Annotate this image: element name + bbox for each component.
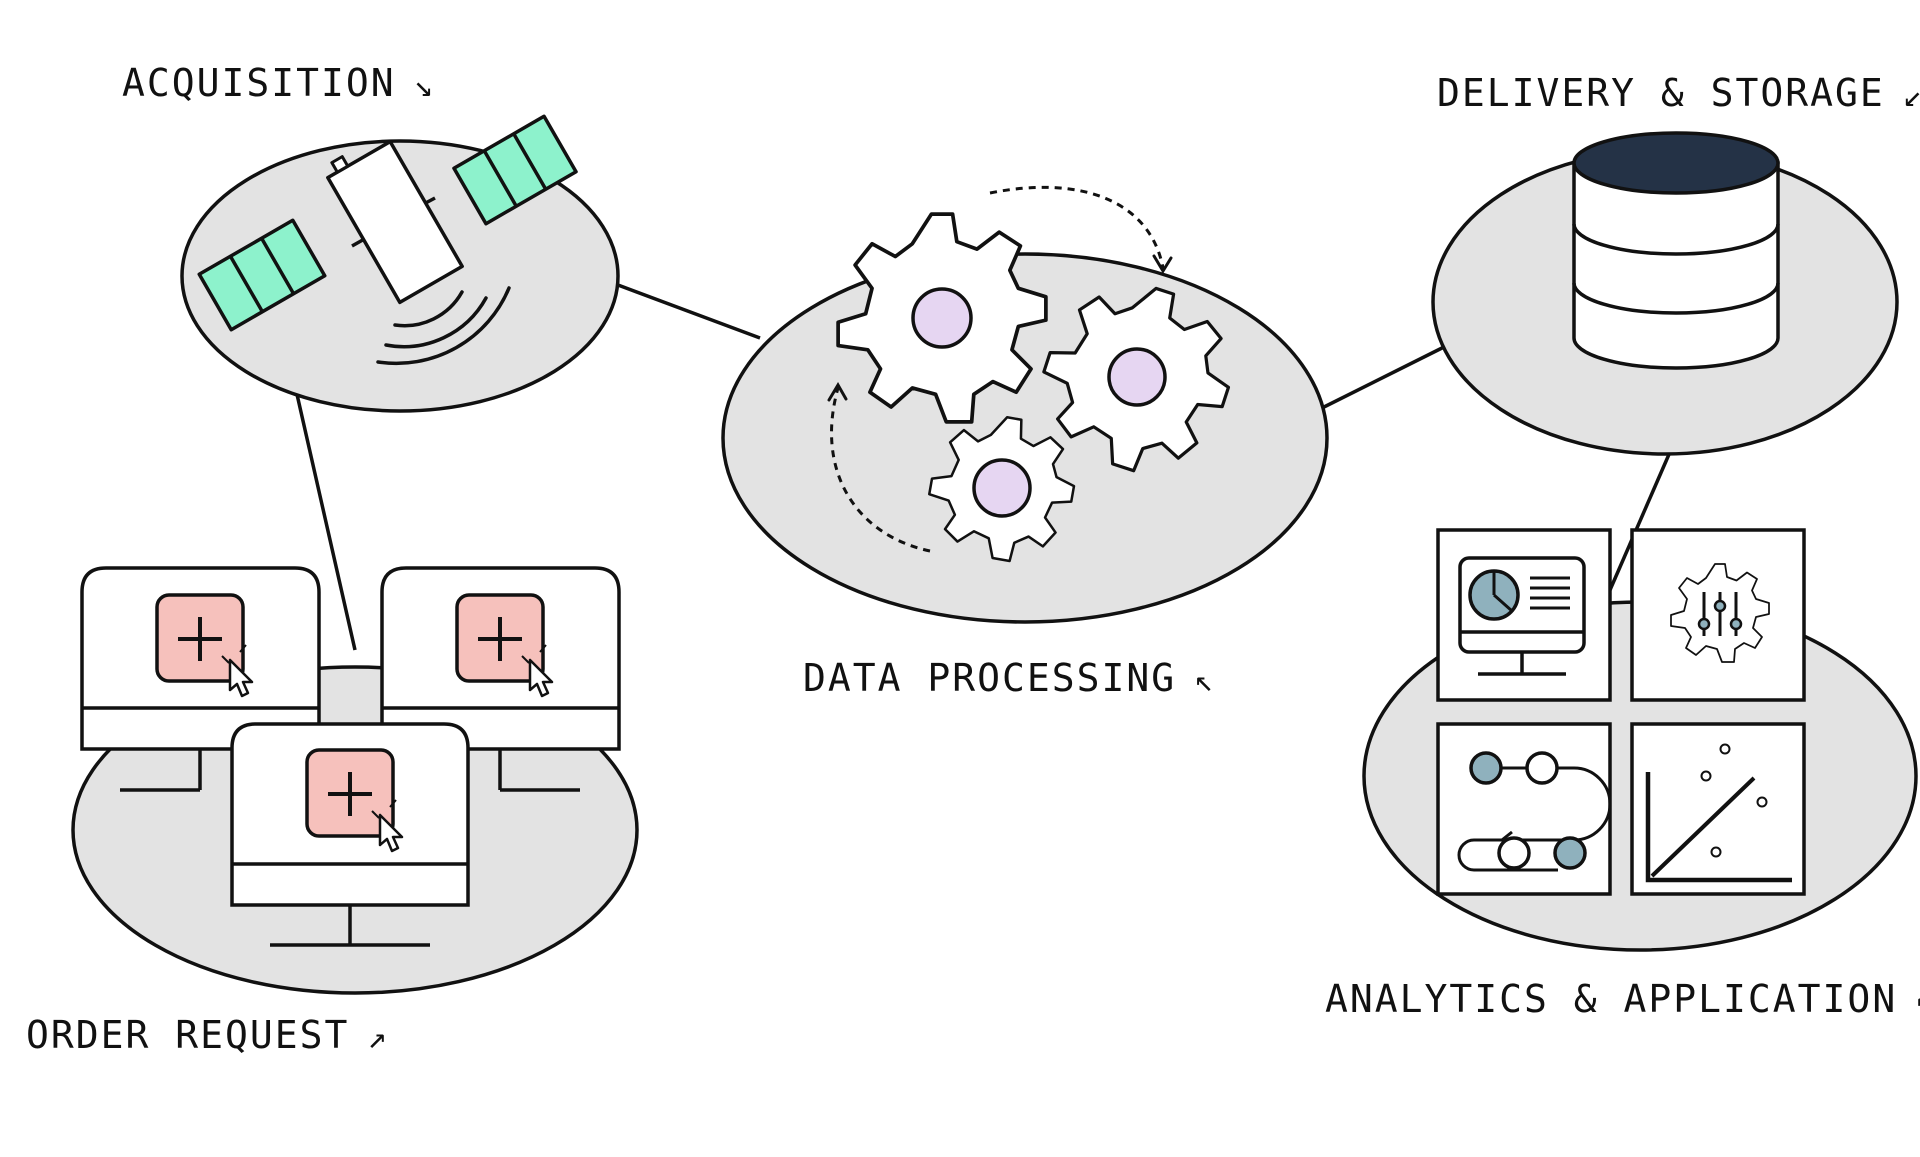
delivery-storage-label: DELIVERY & STORAGE ↙ [1437,74,1920,112]
acquisition-node [180,114,620,413]
arrow-down-left-icon: ↙ [1902,76,1920,114]
database-icon [1572,131,1780,370]
gear-icon-small [918,404,1086,572]
monitor-icon-front [230,722,470,947]
analytics-application-label-text: ANALYTICS & APPLICATION [1325,977,1898,1021]
order-request-label-text: ORDER REQUEST [26,1013,350,1057]
connector-processing-delivery [1317,342,1451,412]
monitor-icon-right [380,566,621,792]
arrow-up-left-icon-2: ↖ [1915,982,1920,1020]
monitor-icon-left [80,566,321,792]
analytics-node [1362,528,1918,952]
connector-acquisition-processing [609,280,761,340]
delivery-storage-label-text: DELIVERY & STORAGE [1437,71,1885,115]
order-node [71,566,639,995]
connector-lines [294,280,1672,651]
gear-icon-medium [1021,261,1253,493]
analytics-application-label: ANALYTICS & APPLICATION ↖ [1325,980,1920,1018]
satellite-icon [197,114,578,366]
arrow-heads [827,254,1173,402]
scatter-chart-icon [1630,722,1806,896]
arrow-up-right-icon: ↗ [367,1018,389,1056]
acquisition-label: ACQUISITION ↘ [122,64,435,102]
dashboard-icon [1436,528,1612,702]
connector-acquisition-order [294,389,357,651]
arrow-up-left-icon: ↖ [1194,661,1216,699]
settings-gear-icon [1630,528,1806,702]
data-processing-label-text: DATA PROCESSING [803,656,1177,700]
processing-node [721,185,1329,624]
acquisition-label-text: ACQUISITION [122,61,396,105]
data-processing-label: DATA PROCESSING ↖ [803,659,1215,697]
order-request-label: ORDER REQUEST ↗ [26,1016,389,1054]
arrow-down-right-icon: ↘ [413,66,435,104]
connector-delivery-analytics [1608,451,1672,591]
gear-icon-large [836,212,1048,424]
workflow-icon [1436,722,1612,896]
cycle-arrows-icon [830,185,1165,553]
delivery-node [1431,131,1899,456]
